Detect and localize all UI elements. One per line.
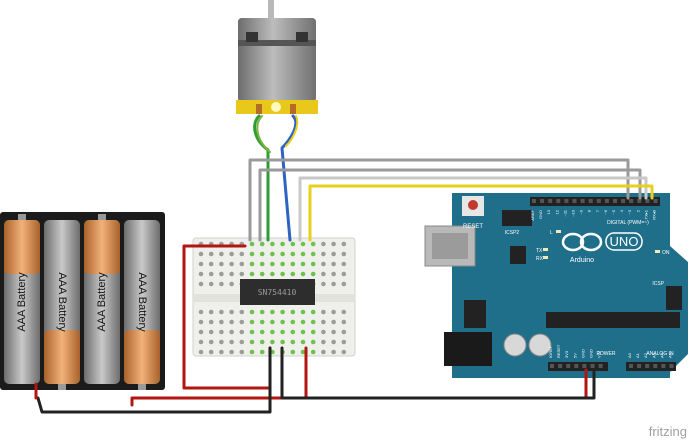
pin-label: VIN	[597, 351, 602, 358]
wire-black-gnd	[36, 346, 596, 414]
pin-label: A1	[635, 352, 640, 358]
fritzing-brand: fritzing	[649, 424, 687, 439]
analog-header	[626, 362, 676, 371]
pin-label: A3	[651, 352, 656, 358]
digital-header	[530, 197, 660, 206]
on-label: ON	[662, 250, 670, 256]
battery-cell: AAA Battery	[124, 220, 160, 390]
pin-label: IOREF	[548, 345, 553, 358]
pin-label: RESET	[556, 344, 561, 358]
pin-label: 13	[546, 209, 551, 214]
pin-label: A0	[627, 352, 632, 358]
wire-gray-2	[258, 168, 642, 242]
pin-label: 5V	[572, 353, 577, 358]
wires	[34, 114, 654, 414]
battery-cell-label: AAA Battery	[96, 272, 108, 332]
pin-label: 2	[635, 209, 640, 212]
pin-label: GND	[589, 349, 594, 358]
led-tx-label: TX	[536, 248, 543, 254]
pin-label: GND	[580, 349, 585, 358]
pin-label: TX▸1	[643, 209, 648, 219]
wire-red-vin	[130, 346, 308, 407]
battery-cell-label: AAA Battery	[56, 272, 68, 332]
ic-label: SN754410	[258, 288, 297, 297]
led-l-label: L	[550, 230, 553, 236]
breadboard: SN754410	[192, 237, 356, 357]
pin-label: GND	[538, 210, 543, 219]
battery-cell-label: AAA Battery	[16, 272, 28, 332]
pin-label: ~6	[603, 209, 608, 214]
battery-cell: AAA Battery	[4, 214, 40, 384]
pin-label: A5	[668, 352, 673, 358]
pin-label: A2	[643, 352, 648, 358]
battery-pack: AAA Battery AAA Battery AAA Battery AAA Bat…	[0, 212, 165, 390]
arduino-brand: Arduino	[570, 257, 594, 264]
pin-label: ~11	[562, 209, 567, 216]
ic-chip: SN754410	[240, 279, 315, 305]
wire-gray-3	[298, 176, 648, 242]
power-label: POWER	[597, 351, 616, 357]
dc-motor	[236, 0, 318, 114]
pin-label: ~9	[579, 209, 584, 214]
battery-cell-label: AAA Battery	[136, 272, 148, 332]
pin-label: RX◂0	[652, 209, 657, 220]
pin-label: AREF	[530, 209, 535, 220]
pin-label: 7	[595, 209, 600, 212]
pin-label: A4	[659, 352, 664, 358]
reset-label: RESET	[463, 224, 483, 230]
pin-label: ~10	[571, 209, 576, 217]
pin-label: 3V3	[564, 350, 569, 358]
pin-label: 8	[587, 209, 592, 212]
battery-cells: AAA Battery AAA Battery AAA Battery AAA Bat…	[4, 214, 160, 390]
pin-label: 12	[554, 209, 559, 214]
pin-label: 4	[619, 209, 624, 212]
wire-yellow	[308, 184, 654, 242]
icsp2-label: ICSP2	[505, 230, 520, 236]
analog-label: ANALOG IN	[646, 351, 674, 357]
led-rx-label: RX	[536, 256, 544, 262]
motor-lead-blue	[280, 114, 298, 242]
arduino-logo: UNO Arduino	[561, 232, 643, 264]
battery-cell: AAA Battery	[84, 214, 120, 384]
icsp-label: ICSP	[652, 281, 664, 287]
uno-logo-text: UNO	[610, 234, 639, 249]
digital-label: DIGITAL (PWM=~)	[607, 220, 649, 226]
pin-label: ~5	[611, 209, 616, 214]
pin-label: ~3	[627, 209, 632, 214]
battery-cell: AAA Battery	[44, 220, 80, 390]
